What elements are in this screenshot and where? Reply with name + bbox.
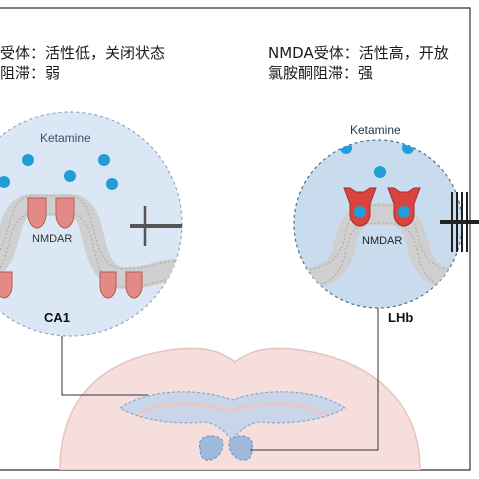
bound-ketamine-1 (354, 206, 366, 218)
lhb-block-marks (451, 192, 468, 252)
ca1-ketamine-label: Ketamine (40, 131, 91, 145)
ca1-nmdar-label: NMDAR (32, 233, 72, 245)
connector-lhb (250, 308, 379, 451)
ca1-panel: Ketamine NMDAR CA1 (0, 111, 183, 337)
ca1-region-label: CA1 (44, 310, 70, 325)
lhb-receptors (343, 187, 421, 227)
receptor-1 (27, 197, 47, 229)
ca1-ketamine (0, 154, 118, 190)
left-caption-line2: 阻滞：弱 (0, 64, 61, 82)
brain-section (59, 347, 421, 470)
hippocampus-fold (137, 402, 326, 416)
lhb-membrane (294, 202, 462, 291)
lhb-nmdar-label: NMDAR (362, 235, 402, 247)
lhb-left (198, 435, 224, 461)
right-caption-line1: NMDA受体：活性高，开放 (268, 44, 449, 62)
lhb-ketamine-label: Ketamine (350, 123, 401, 137)
receptor-5 (125, 271, 143, 299)
connector-ca1 (61, 336, 148, 396)
receptor-3 (0, 271, 13, 299)
right-caption-line2: 氯胺酮阻滞：强 (268, 64, 374, 82)
receptor-4 (99, 271, 117, 299)
ca1-receptors (0, 197, 143, 299)
lhb-panel: Ketamine NMDAR LHb (293, 123, 479, 325)
bound-ketamine-2 (398, 206, 410, 218)
left-caption-line1: 受体：活性低，关闭状态 (0, 44, 166, 62)
receptor-2 (55, 197, 75, 229)
lhb-region-label: LHb (388, 310, 413, 325)
lhb-right (228, 435, 254, 461)
